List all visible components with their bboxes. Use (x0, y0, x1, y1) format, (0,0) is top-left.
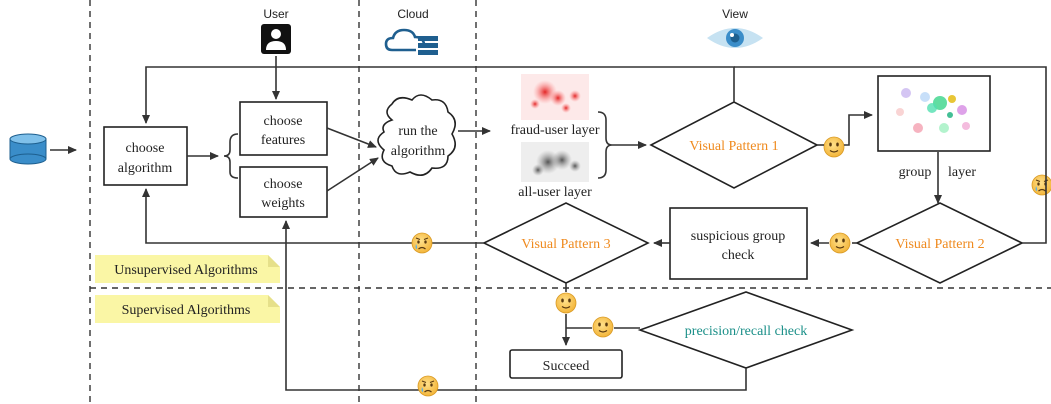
svg-text:algorithm: algorithm (118, 161, 173, 176)
fraud-heatmap-thumbnail (521, 74, 589, 120)
group-label: group (899, 165, 932, 180)
group-layer-thumbnail (877, 75, 991, 152)
database-icon (9, 133, 47, 165)
arrow (326, 127, 377, 148)
feedback-arrow (142, 188, 484, 244)
column-header-view: View (722, 7, 748, 21)
layer-label: layer (948, 165, 976, 180)
svg-text:precision/recall check: precision/recall check (685, 324, 807, 339)
svg-text:algorithm: algorithm (391, 144, 446, 159)
unsupervised-note: Unsupervised Algorithms (95, 255, 280, 283)
svg-text:suspicious group: suspicious group (691, 229, 786, 244)
suspicious-group-check-node: suspicious group check (669, 207, 808, 280)
cloud-server-icon (384, 28, 438, 55)
happy-face-icon (555, 292, 577, 314)
svg-text:Succeed: Succeed (543, 359, 590, 374)
brace (597, 111, 613, 179)
brace (223, 133, 239, 179)
svg-text:run the: run the (398, 124, 437, 139)
svg-text:Supervised Algorithms: Supervised Algorithms (122, 303, 251, 318)
sad-face-icon (1031, 174, 1051, 196)
fraud-layer-label: fraud-user layer (510, 123, 599, 138)
svg-text:Visual Pattern 3: Visual Pattern 3 (521, 237, 610, 252)
happy-face-icon (829, 232, 851, 254)
all-user-heatmap-thumbnail (521, 142, 589, 182)
feedback-arrow (734, 66, 1047, 244)
svg-text:Unsupervised Algorithms: Unsupervised Algorithms (114, 263, 258, 278)
feedback-arrow (282, 220, 747, 391)
precision-recall-check-node: precision/recall check (637, 291, 855, 369)
svg-text:choose: choose (126, 141, 165, 156)
happy-face-icon (592, 316, 614, 338)
svg-text:Visual Pattern 1: Visual Pattern 1 (689, 139, 778, 154)
svg-text:weights: weights (261, 196, 305, 211)
svg-text:choose: choose (264, 177, 303, 192)
user-icon (261, 24, 291, 54)
arrow (326, 157, 379, 192)
supervised-note: Supervised Algorithms (95, 295, 280, 323)
visual-pattern-3-node: Visual Pattern 3 (482, 202, 650, 284)
happy-face-icon (823, 136, 845, 158)
svg-text:check: check (722, 248, 755, 263)
sad-face-icon (411, 232, 433, 254)
svg-text:features: features (261, 133, 305, 148)
feedback-arrow (142, 66, 735, 124)
eye-icon (707, 28, 763, 48)
succeed-node: Succeed (509, 349, 623, 379)
choose-algorithm-node: choose algorithm (103, 126, 188, 186)
arrow (844, 111, 873, 146)
choose-weights-node: choose weights (239, 166, 328, 218)
sad-face-icon (417, 375, 439, 397)
choose-features-node: choose features (239, 101, 328, 156)
svg-text:Visual Pattern 2: Visual Pattern 2 (895, 237, 984, 252)
column-header-user: User (263, 7, 288, 21)
visual-pattern-2-node: Visual Pattern 2 (855, 202, 1024, 284)
column-header-cloud: Cloud (397, 7, 428, 21)
run-algorithm-node: run the algorithm (377, 94, 456, 176)
svg-text:choose: choose (264, 114, 303, 129)
visual-pattern-1-node: Visual Pattern 1 (649, 101, 819, 189)
all-user-layer-label: all-user layer (518, 185, 592, 200)
